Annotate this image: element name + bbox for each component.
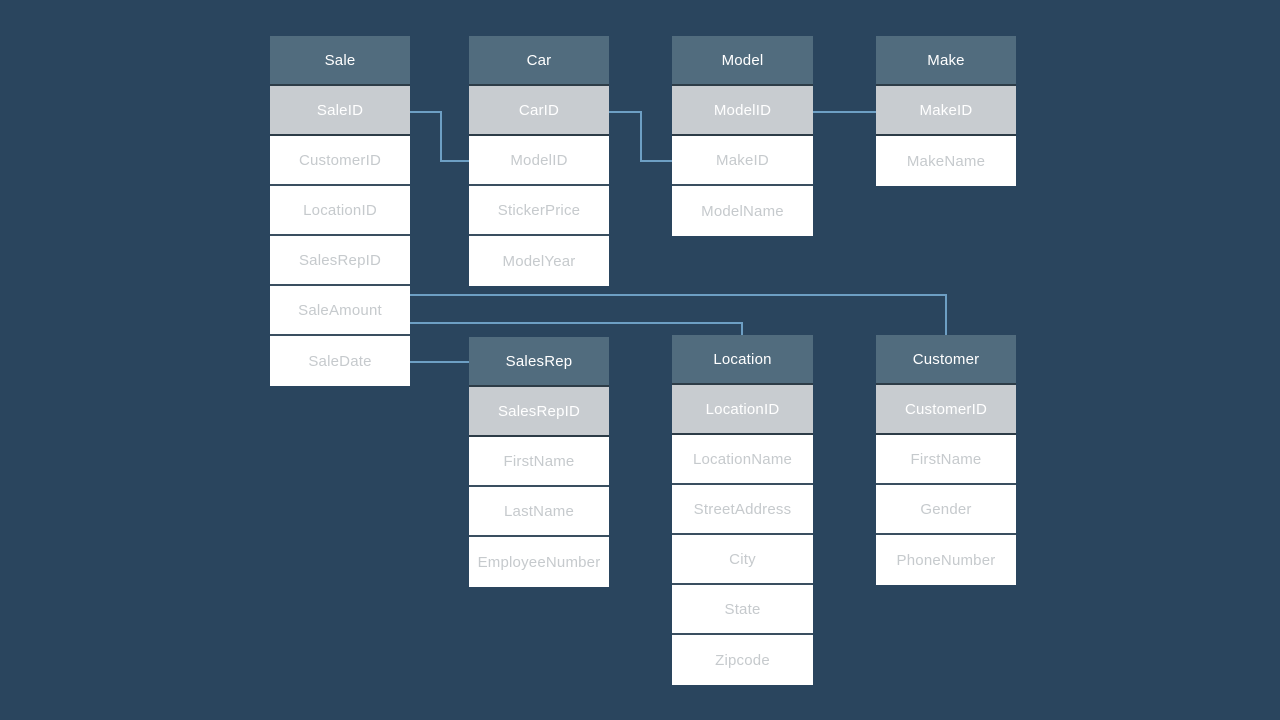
field-location-city[interactable]: City [672,535,813,585]
relationship-sale-to-location [410,322,743,335]
entity-header-sale: Sale [270,36,410,86]
entity-header-salesrep: SalesRep [469,337,609,387]
field-sale-saleamount[interactable]: SaleAmount [270,286,410,336]
field-sale-saledate[interactable]: SaleDate [270,336,410,386]
primary-key-field-salesrep-salesrepid[interactable]: SalesRepID [469,387,609,437]
entity-header-make: Make [876,36,1016,86]
field-sale-locationid[interactable]: LocationID [270,186,410,236]
field-location-locationname[interactable]: LocationName [672,435,813,485]
entity-header-model: Model [672,36,813,86]
field-customer-firstname[interactable]: FirstName [876,435,1016,485]
primary-key-field-sale-saleid[interactable]: SaleID [270,86,410,136]
field-location-zipcode[interactable]: Zipcode [672,635,813,685]
field-model-makeid[interactable]: MakeID [672,136,813,186]
field-sale-salesrepid[interactable]: SalesRepID [270,236,410,286]
field-car-modelid[interactable]: ModelID [469,136,609,186]
field-salesrep-firstname[interactable]: FirstName [469,437,609,487]
relationship-car-to-sale [410,111,469,162]
field-car-modelyear[interactable]: ModelYear [469,236,609,286]
field-location-streetaddress[interactable]: StreetAddress [672,485,813,535]
primary-key-field-location-locationid[interactable]: LocationID [672,385,813,435]
primary-key-field-customer-customerid[interactable]: CustomerID [876,385,1016,435]
field-salesrep-lastname[interactable]: LastName [469,487,609,537]
field-model-modelname[interactable]: ModelName [672,186,813,236]
relationship-model-to-car [609,111,672,162]
field-sale-customerid[interactable]: CustomerID [270,136,410,186]
primary-key-field-car-carid[interactable]: CarID [469,86,609,136]
primary-key-field-model-modelid[interactable]: ModelID [672,86,813,136]
field-car-stickerprice[interactable]: StickerPrice [469,186,609,236]
primary-key-field-make-makeid[interactable]: MakeID [876,86,1016,136]
field-customer-gender[interactable]: Gender [876,485,1016,535]
field-location-state[interactable]: State [672,585,813,635]
relationship-sale-to-customer [410,294,947,335]
field-customer-phonenumber[interactable]: PhoneNumber [876,535,1016,585]
entity-header-car: Car [469,36,609,86]
field-make-makename[interactable]: MakeName [876,136,1016,186]
entity-header-location: Location [672,335,813,385]
field-salesrep-employeenumber[interactable]: EmployeeNumber [469,537,609,587]
entity-header-customer: Customer [876,335,1016,385]
